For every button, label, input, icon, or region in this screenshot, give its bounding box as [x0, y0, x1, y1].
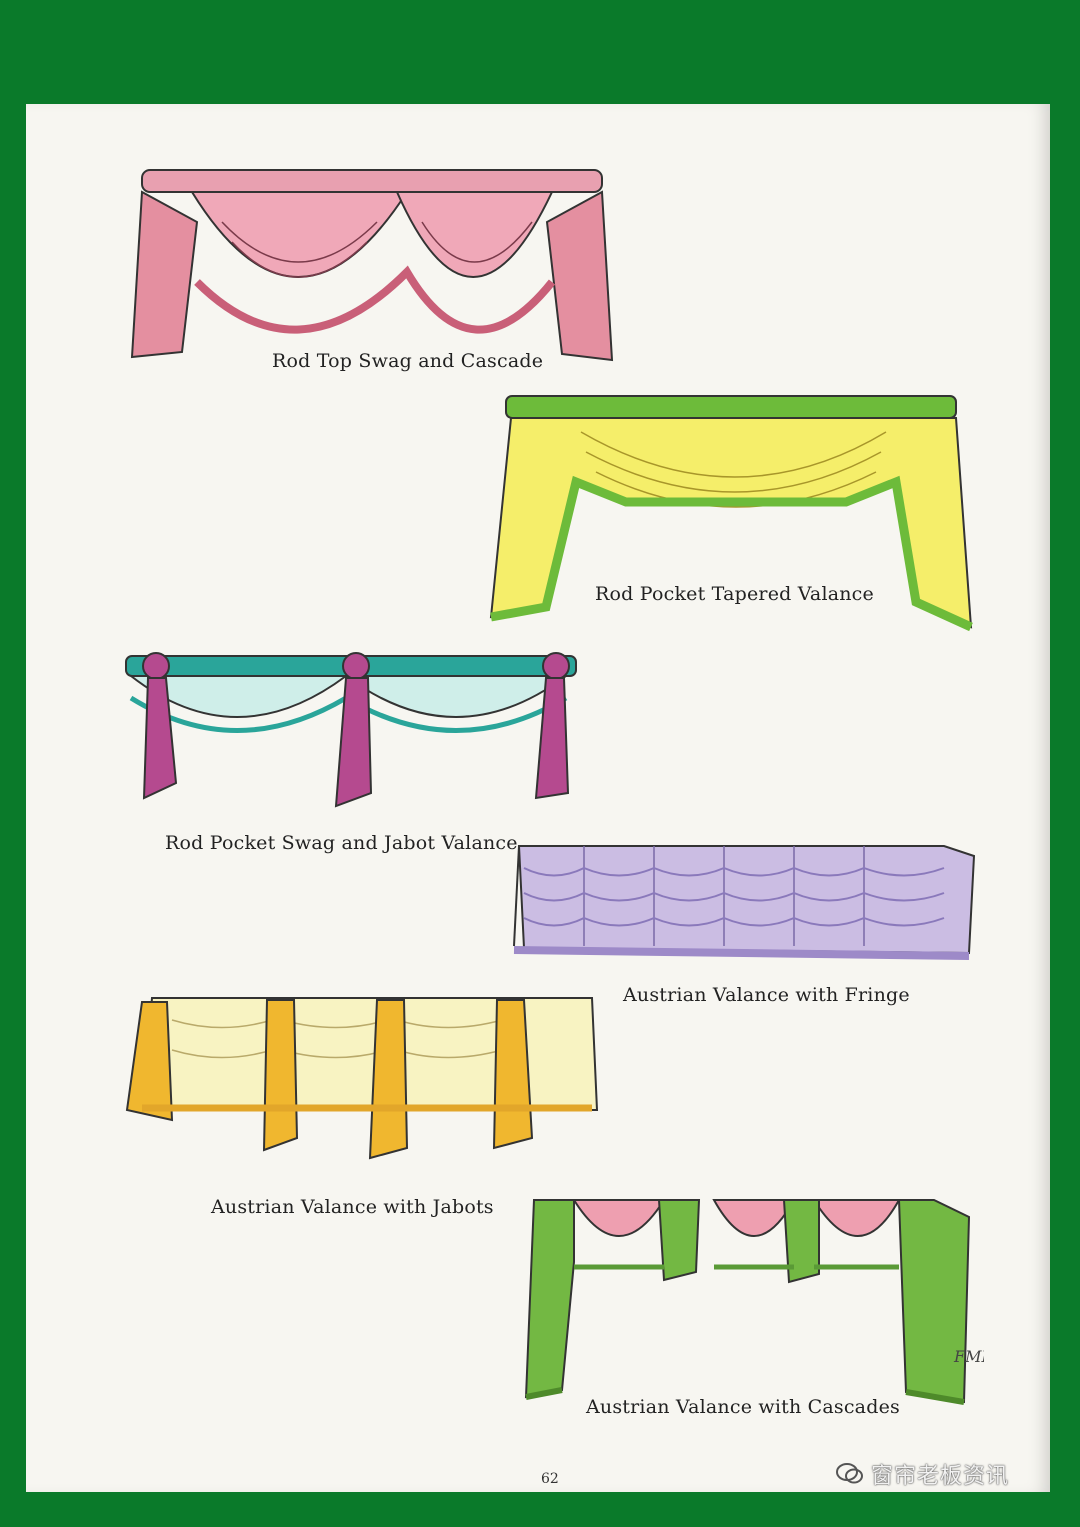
austrian-cascades-caption: Austrian Valance with Cascades [586, 1396, 900, 1418]
catalog-page: Rod Top Swag and Cascade Rod Pocket Tape… [26, 104, 1050, 1492]
austrian-jabots-illustration [125, 997, 599, 1160]
rod-pocket-tapered-caption: Rod Pocket Tapered Valance [595, 583, 874, 605]
austrian-fringe-illustration [513, 845, 976, 960]
rod-top-swag-illustration [130, 169, 614, 362]
page-number: 62 [541, 1471, 559, 1487]
rod-pocket-tapered-illustration [489, 395, 973, 632]
wechat-icon [836, 1463, 863, 1484]
watermark: 窗帘老板资讯 [835, 1458, 1009, 1490]
austrian-jabots-caption: Austrian Valance with Jabots [211, 1196, 494, 1218]
austrian-cascades-illustration: FMH [524, 1199, 984, 1405]
rod-pocket-swag-jabot-caption: Rod Pocket Swag and Jabot Valance [165, 832, 518, 854]
austrian-fringe-caption: Austrian Valance with Fringe [623, 984, 910, 1006]
rod-pocket-swag-jabot-illustration [125, 652, 577, 808]
rod-top-swag-caption: Rod Top Swag and Cascade [272, 350, 544, 372]
watermark-text: 窗帘老板资讯 [871, 1464, 1010, 1489]
svg-text:FMH: FMH [953, 1347, 984, 1366]
